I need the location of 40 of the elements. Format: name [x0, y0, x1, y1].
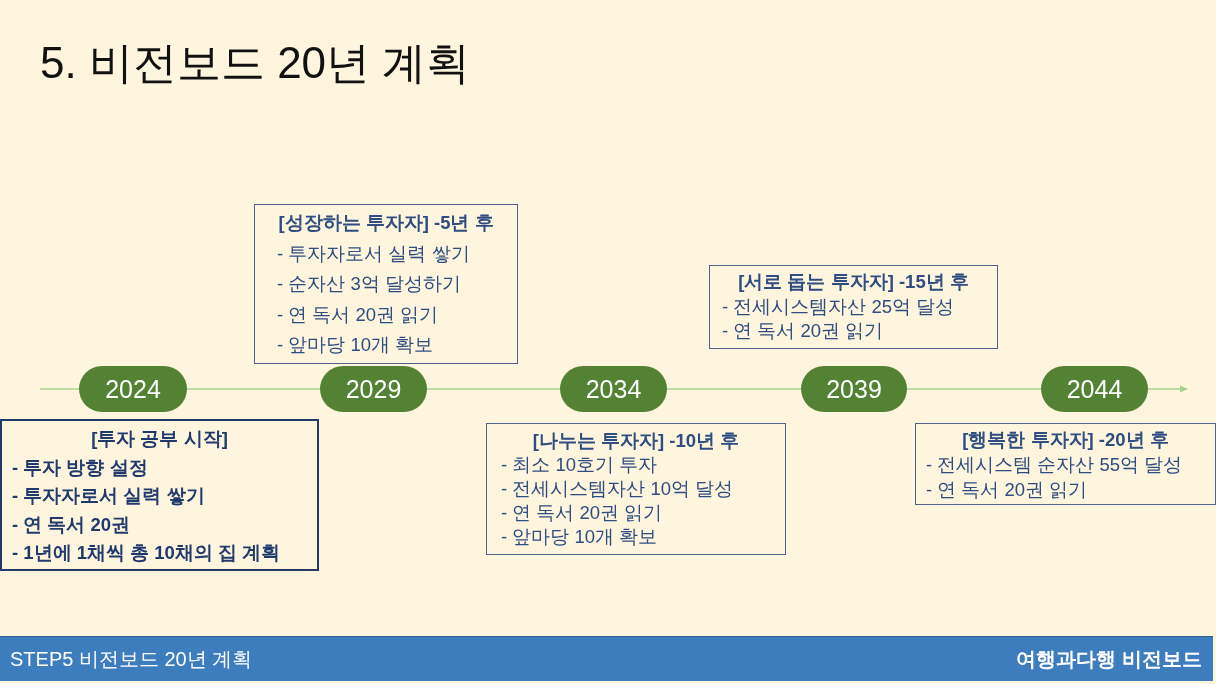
- timeline-line: [39, 388, 80, 390]
- timeline-line: [906, 388, 1042, 390]
- milestone-box: [254, 204, 518, 364]
- goal-item: - 1년에 1채씩 총 10채의 집 계획: [12, 541, 281, 565]
- milestone-heading: [서로 돕는 투자자] -15년 후: [738, 270, 969, 294]
- goal-item: - 전세시스템 순자산 55억 달성: [926, 453, 1183, 477]
- milestone-box: [915, 423, 1216, 505]
- milestone-heading: [나누는 투자자] -10년 후: [532, 429, 740, 453]
- milestone-box: [0, 419, 319, 571]
- goal-item: - 연 독서 20권: [12, 512, 131, 537]
- milestone-heading: [투자 공부 시작]: [91, 427, 228, 451]
- timeline-line: [426, 388, 561, 390]
- milestone-box: [709, 265, 998, 349]
- goal-item: - 연 독서 20권 읽기: [501, 501, 663, 525]
- timeline-line: [666, 388, 802, 390]
- year-pill: 2034: [560, 366, 667, 412]
- goal-item: - 순자산 3억 달성하기: [277, 272, 461, 296]
- timeline-arrow: [1147, 385, 1188, 393]
- goal-item: - 투자자로서 실력 쌓기: [12, 484, 205, 508]
- footer-title: STEP5 비전보드 20년 계획: [10, 646, 253, 672]
- goal-item: - 앞마당 10개 확보: [501, 525, 658, 549]
- goal-item: - 연 독서 20권 읽기: [277, 302, 439, 327]
- goal-item: - 투자 방향 설정: [12, 455, 148, 480]
- year-pill: 2044: [1041, 366, 1148, 412]
- goal-item: - 투자자로서 실력 쌓기: [277, 241, 470, 266]
- goal-item: - 최소 10호기 투자: [501, 453, 658, 477]
- timeline-line: [186, 388, 321, 390]
- page-title: 5. 비전보드 20년 계획: [40, 37, 471, 89]
- goal-item: - 전세시스템자산 25억 달성: [722, 294, 955, 319]
- goal-item: - 전세시스템자산 10억 달성: [501, 477, 734, 501]
- milestone-heading: [성장하는 투자자] -5년 후: [278, 211, 494, 235]
- goal-item: - 연 독서 20권 읽기: [722, 319, 884, 343]
- year-pill: 2029: [320, 366, 427, 412]
- year-pill: 2039: [801, 366, 907, 412]
- goal-item: - 앞마당 10개 확보: [277, 333, 434, 357]
- goal-item: - 연 독서 20권 읽기: [926, 478, 1088, 502]
- year-pill: 2024: [79, 366, 187, 412]
- milestone-box: [486, 423, 786, 555]
- milestone-heading: [행복한 투자자] -20년 후: [962, 428, 1169, 452]
- footer-label: 여행과다행 비전보드: [1016, 646, 1202, 672]
